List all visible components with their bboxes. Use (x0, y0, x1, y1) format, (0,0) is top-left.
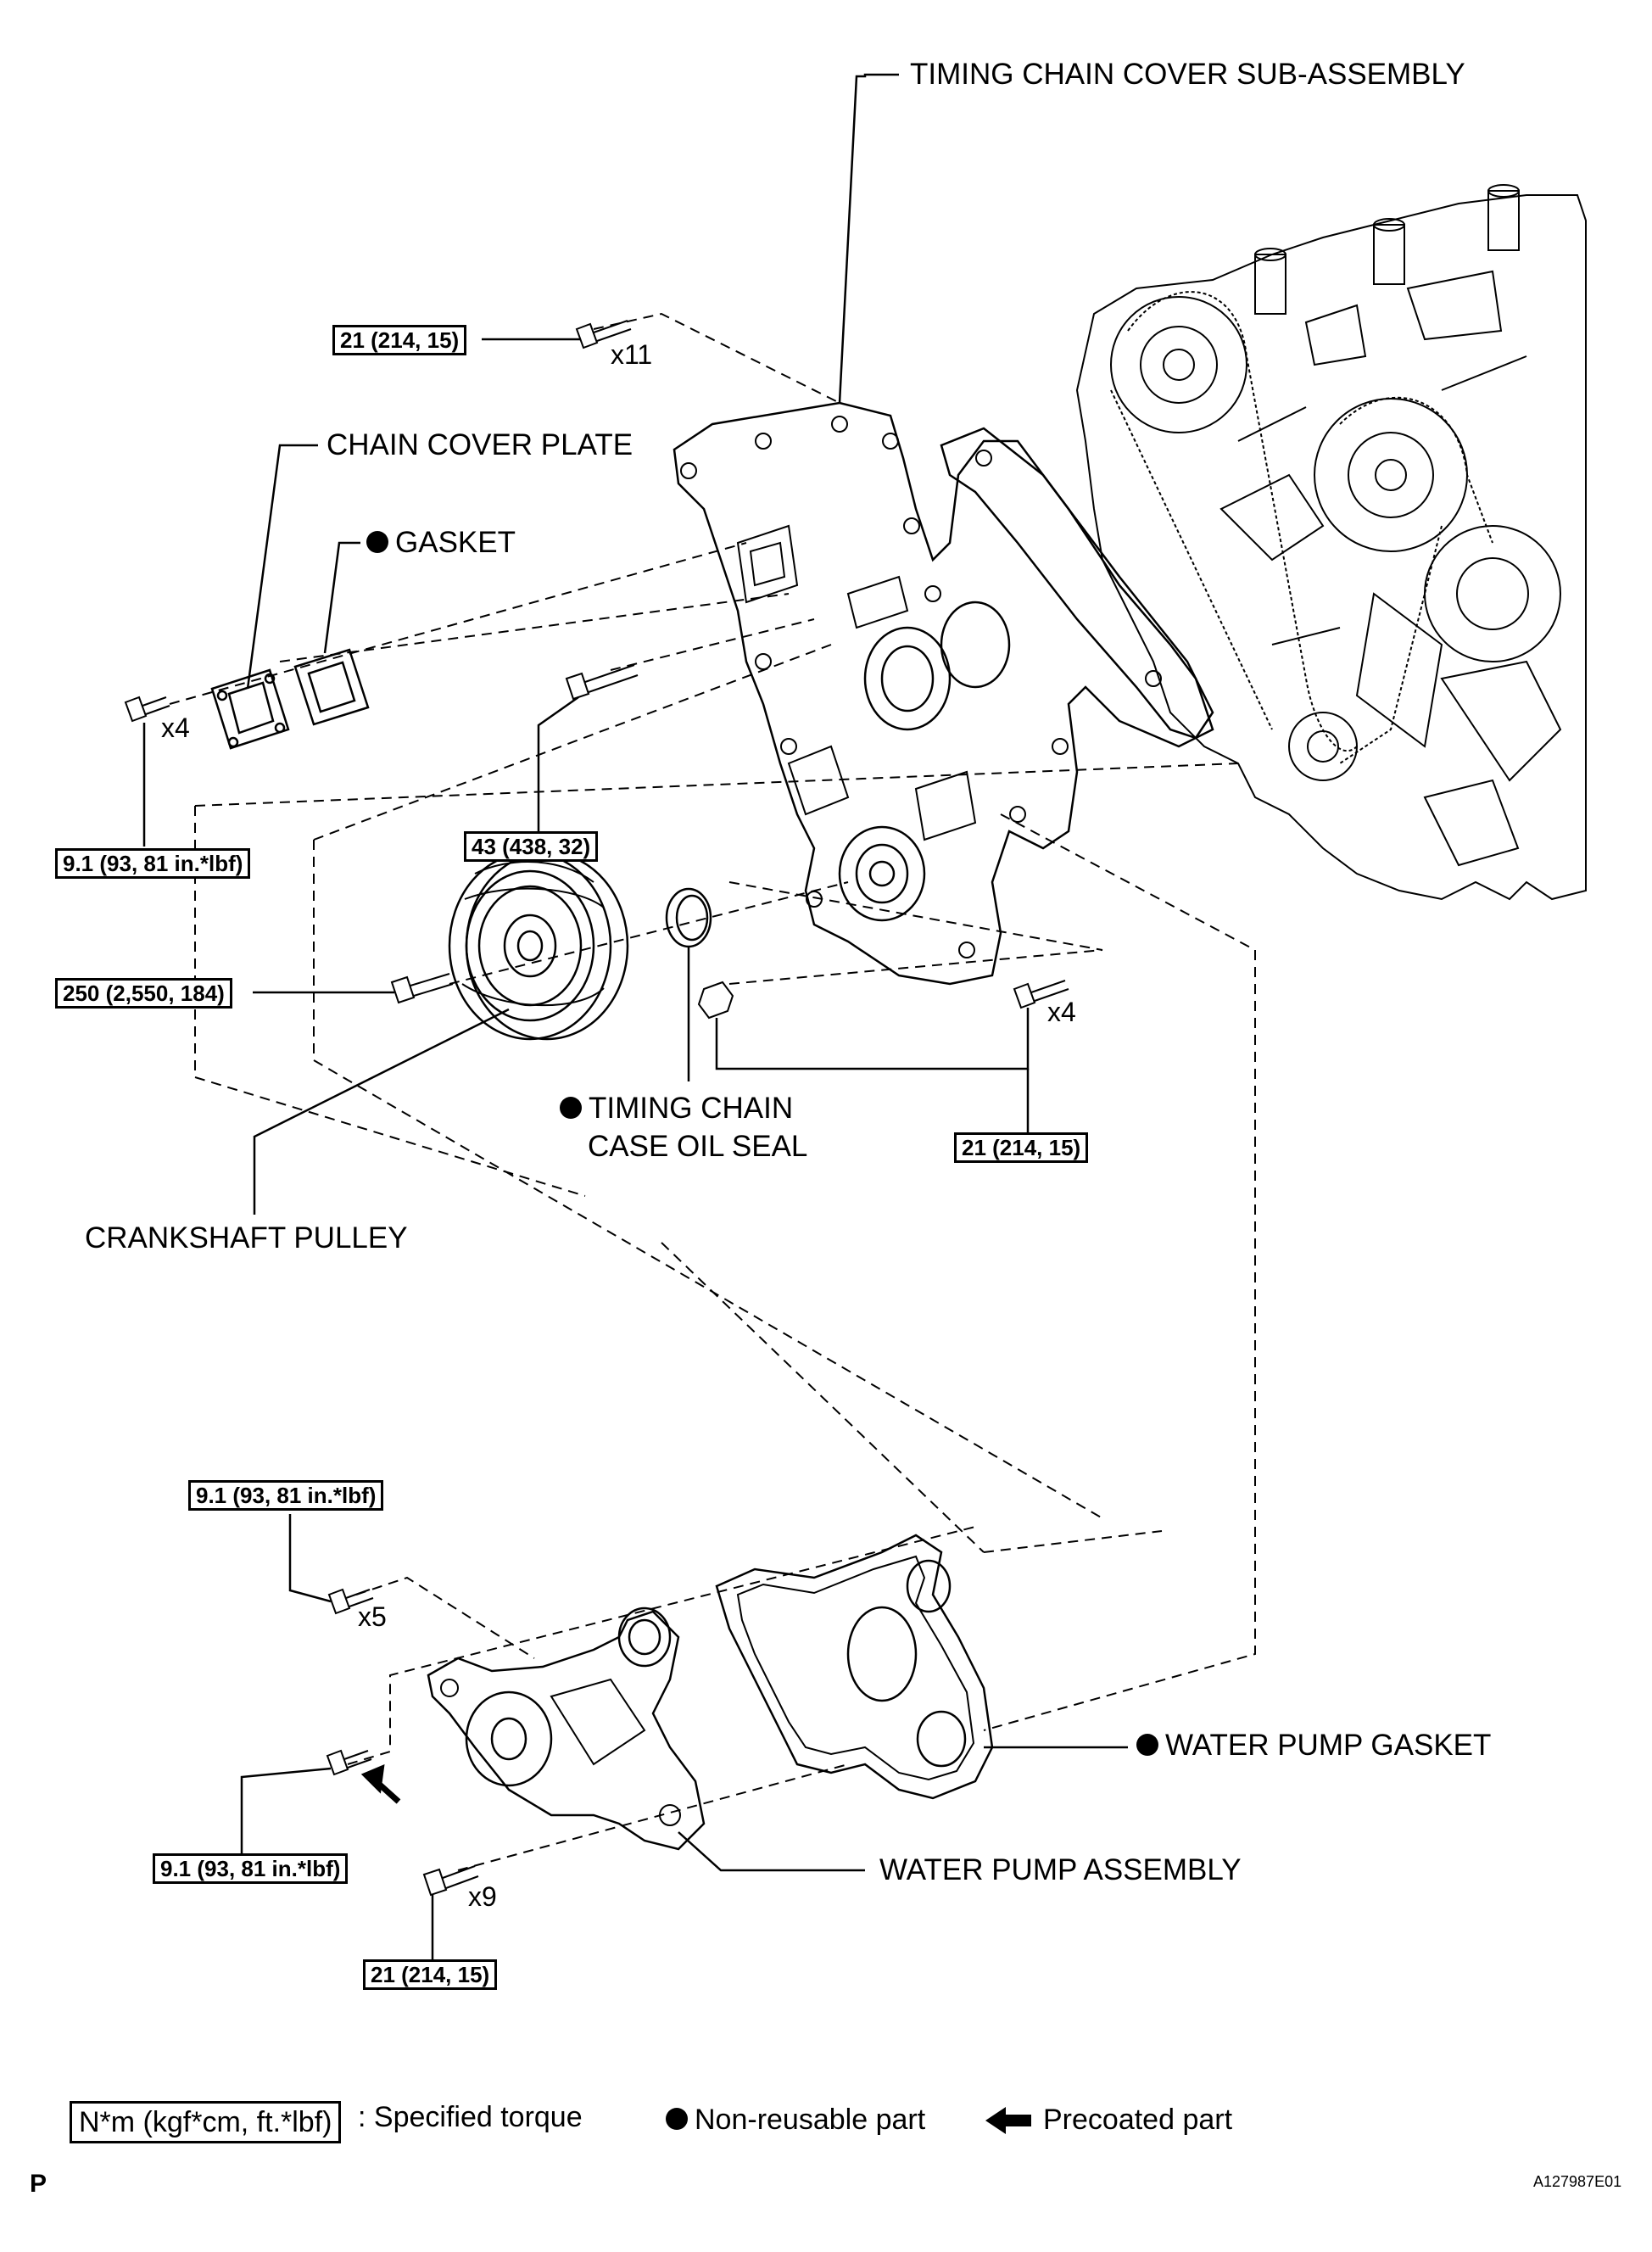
legend-precoated: Precoated part (1043, 2104, 1233, 2136)
label-crankshaft-pulley: CRANKSHAFT PULLEY (85, 1221, 408, 1255)
torque-center-bolt: 43 (438, 32) (464, 831, 599, 862)
qty-plate-bolts: x4 (161, 712, 190, 743)
label-oil-seal-line1: TIMING CHAIN (560, 1092, 793, 1126)
torque-wp-bolt-precoated: 9.1 (93, 81 in.*lbf) (153, 1853, 349, 1884)
engine-block-illustration (1075, 184, 1587, 901)
legend-nonreusable: Non-reusable part (666, 2101, 925, 2138)
label-water-pump-assembly: WATER PUMP ASSEMBLY (879, 1853, 1242, 1886)
water-pump-gasket-illustration (715, 1534, 994, 1800)
label-water-pump-gasket: WATER PUMP GASKET (1136, 1729, 1491, 1763)
qty-wp-bottom: x9 (468, 1881, 497, 1912)
label-chain-cover-plate: CHAIN COVER PLATE (326, 428, 633, 461)
qty-lower-bolts: x4 (1047, 997, 1076, 1027)
chain-cover-plate-illustration (210, 668, 290, 750)
oil-seal-illustration (665, 887, 712, 948)
torque-cover-bolts: 21 (214, 15) (332, 325, 467, 355)
qty-cover-bolts: x11 (611, 339, 653, 370)
timing-chain-cover-illustration (673, 401, 1214, 986)
label-oil-seal-line2: CASE OIL SEAL (588, 1130, 808, 1163)
label-timing-chain-cover: TIMING CHAIN COVER SUB-ASSEMBLY (910, 58, 1465, 91)
water-pump-assembly-illustration (427, 1607, 706, 1851)
legend-torque-text: : Specified torque (358, 2101, 583, 2133)
figure-id: A127987E01 (1533, 2173, 1622, 2190)
torque-wp-bolts-top: 9.1 (93, 81 in.*lbf) (188, 1480, 384, 1511)
label-water-pump-gasket-text: WATER PUMP GASKET (1165, 1729, 1492, 1762)
torque-wp-bolts-bottom: 21 (214, 15) (363, 1959, 498, 1990)
nonreusable-dot-icon (666, 2108, 688, 2131)
qty-wp-top: x5 (358, 1601, 387, 1632)
nonreusable-dot-icon (560, 1096, 582, 1119)
legend-nonreusable-text: Non-reusable part (695, 2104, 926, 2136)
label-gasket-text: GASKET (395, 526, 516, 559)
torque-pulley-bolt: 250 (2,550, 184) (55, 978, 232, 1009)
torque-lower-bolts: 21 (214, 15) (954, 1132, 1089, 1163)
nonreusable-dot-icon (366, 530, 388, 553)
leader-lines (142, 73, 1128, 1959)
bolts (124, 320, 1069, 1897)
alignment-dashed-lines (169, 312, 1256, 1871)
label-oil-seal-text1: TIMING CHAIN (589, 1092, 794, 1125)
gasket-illustration (293, 648, 370, 726)
precoated-arrow-legend-icon (985, 2107, 1031, 2134)
torque-plate-bolts: 9.1 (93, 81 in.*lbf) (55, 848, 251, 879)
legend-torque-unit: N*m (kgf*cm, ft.*lbf) (70, 2101, 342, 2143)
page-letter: P (30, 2170, 47, 2198)
nonreusable-dot-icon (1136, 1733, 1158, 1756)
label-gasket: GASKET (366, 526, 516, 560)
